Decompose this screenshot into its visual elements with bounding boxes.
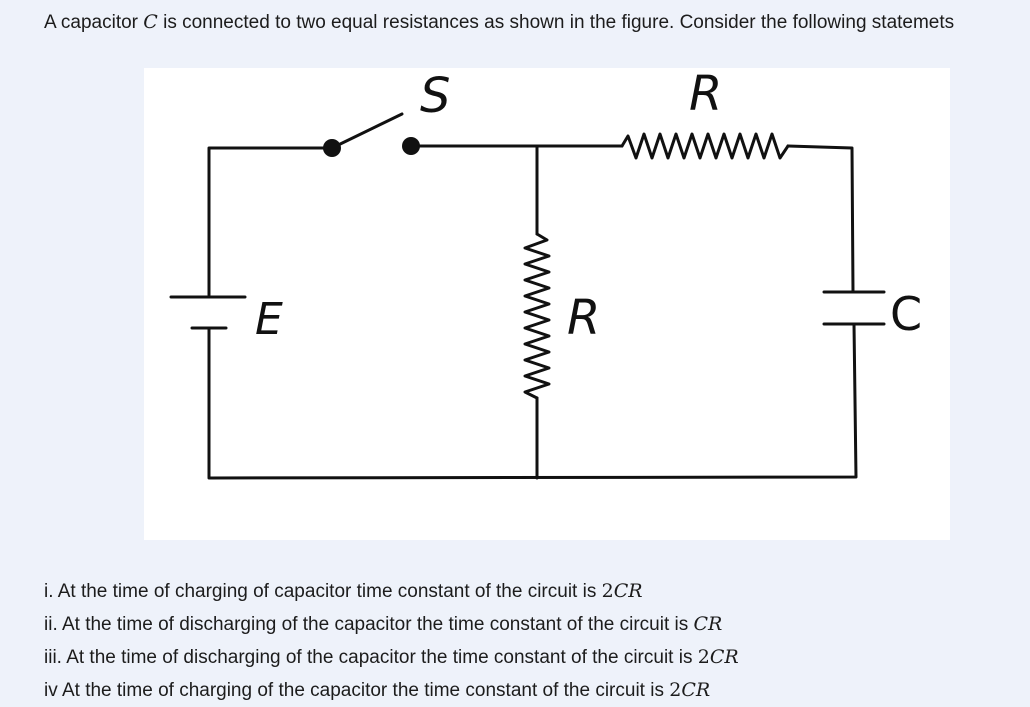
statement-text: At the time of discharging of the capaci…	[66, 647, 693, 668]
wire-right-top	[786, 144, 855, 294]
statement-symbol: CR	[709, 646, 739, 668]
statement-2: ii. At the time of discharging of the ca…	[44, 608, 1014, 641]
statement-coefficient: 2	[697, 646, 710, 668]
battery-label: E	[255, 294, 283, 345]
wire-left-top	[207, 146, 334, 297]
statement-coefficient: 2	[669, 679, 682, 701]
middle-resistor-zigzag	[523, 232, 551, 400]
statement-text: At the time of charging of the capacitor…	[61, 680, 664, 701]
statement-4: iv At the time of charging of the capaci…	[44, 674, 1014, 707]
middle-resistor-label: R	[567, 290, 600, 346]
capacitor-symbol: C	[143, 11, 158, 33]
statement-prefix: iii.	[44, 647, 62, 668]
circuit-diagram: S R R E C	[169, 68, 922, 480]
statement-prefix: iv	[44, 680, 58, 701]
switch-arm	[330, 112, 404, 150]
statement-1: i. At the time of charging of capacitor …	[44, 575, 1014, 608]
statement-coefficient: 2	[601, 580, 614, 602]
statement-text: At the time of charging of capacitor tim…	[57, 581, 597, 602]
question-text-after: is connected to two equal resistances as…	[157, 12, 955, 33]
question-text-before: A capacitor	[44, 12, 144, 33]
top-resistor-label: R	[689, 68, 722, 122]
statement-symbol: CR	[613, 580, 643, 602]
wire-right-bottom	[207, 322, 858, 480]
switch-label: S	[420, 68, 450, 124]
statement-3: iii. At the time of discharging of the c…	[44, 641, 1014, 674]
switch-contact-left	[323, 139, 341, 157]
statement-symbol: CR	[681, 679, 711, 701]
capacitor-label: C	[890, 287, 922, 341]
statement-text: At the time of discharging of the capaci…	[61, 614, 689, 635]
statements-list: i. At the time of charging of capacitor …	[44, 575, 1014, 707]
top-resistor-zigzag	[620, 132, 790, 160]
switch-contact-right	[402, 137, 420, 155]
statement-prefix: ii.	[44, 614, 58, 635]
circuit-figure: S R R E C	[144, 68, 950, 540]
statement-prefix: i.	[44, 581, 54, 602]
question-text: A capacitor C is connected to two equal …	[44, 6, 1014, 39]
statement-symbol: CR	[693, 613, 723, 635]
